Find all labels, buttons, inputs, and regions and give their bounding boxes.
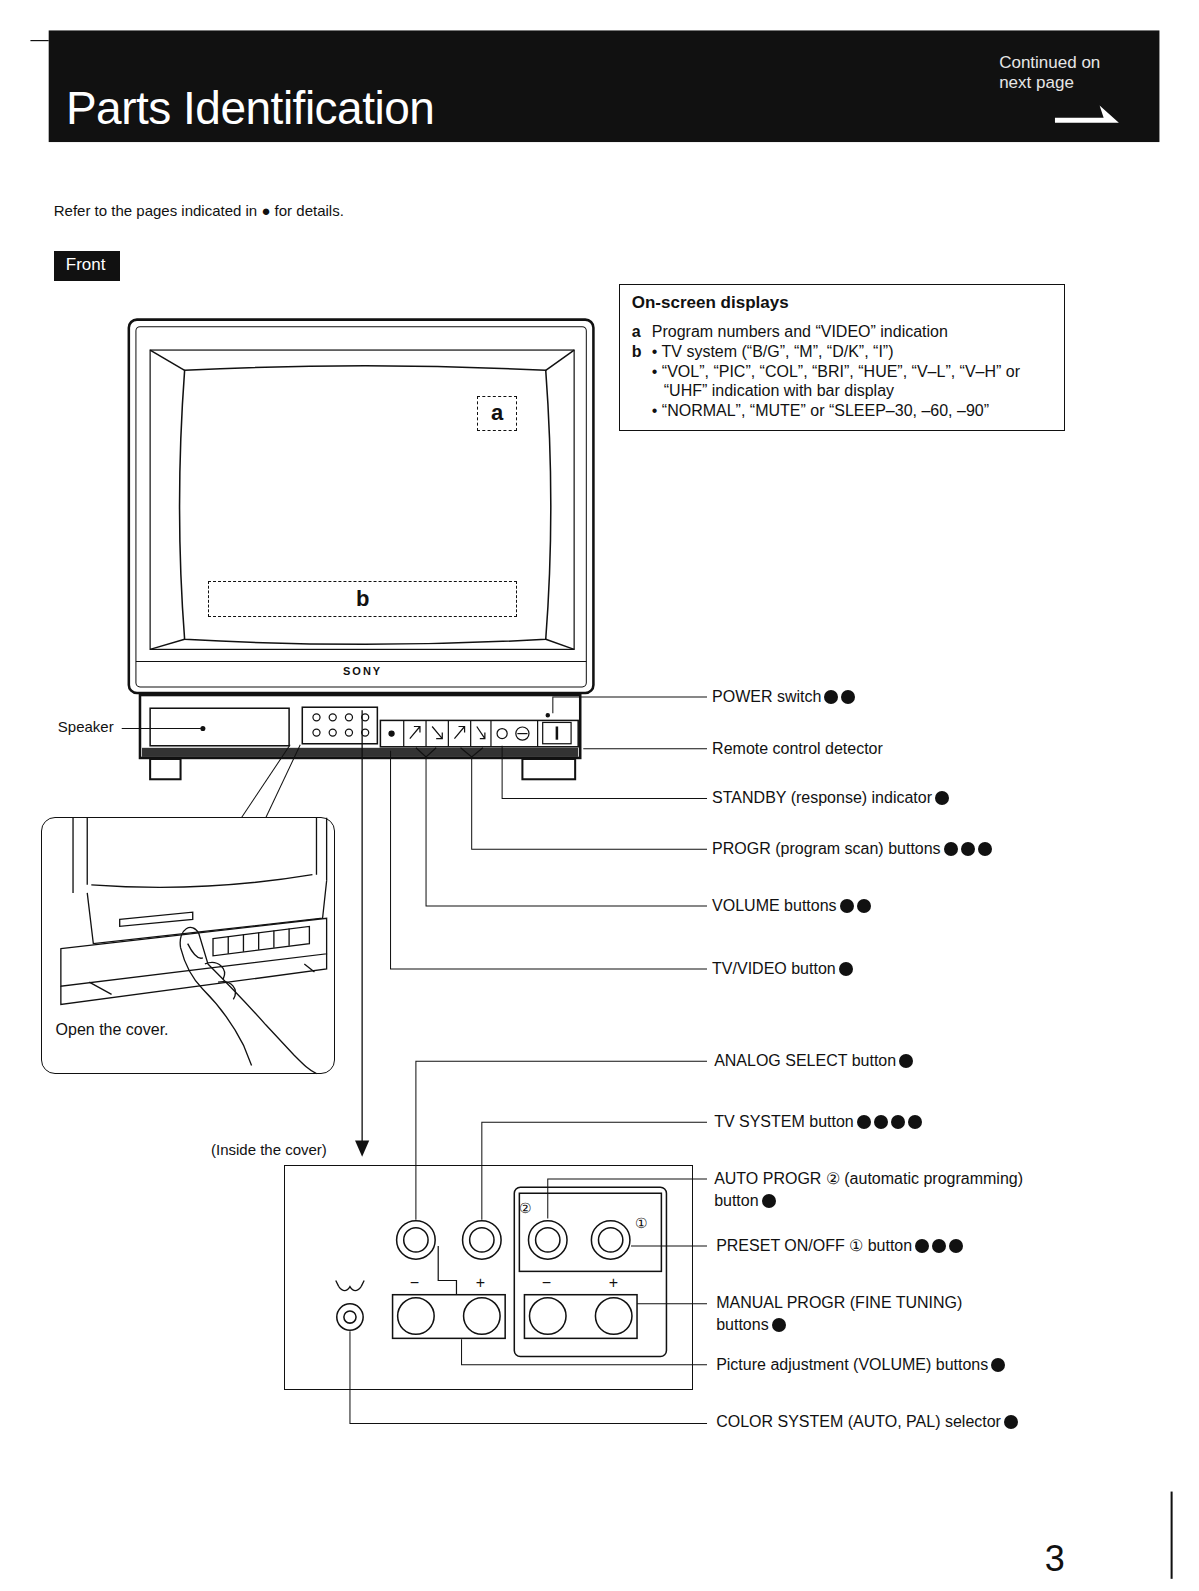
label-text: ②	[519, 1200, 532, 1216]
node-text: a	[491, 400, 503, 426]
node-text: • “NORMAL”, “MUTE” or “SLEEP–30, –60, –9…	[652, 401, 1052, 421]
display-legend-box: On-screen displays aProgram numbers and “…	[619, 284, 1065, 431]
page-ref-dot	[961, 842, 975, 856]
part-label: POWER switch	[712, 687, 855, 706]
label-text: 3	[1045, 1538, 1065, 1579]
label-text: AUTO PROGR ② (automatic programming) but…	[714, 1170, 1023, 1209]
label-text: −	[410, 1274, 419, 1291]
speaker-panel	[150, 708, 289, 746]
inset-box: Open the cover.	[41, 817, 335, 1074]
page-ref-dot	[841, 690, 855, 704]
control-panel-drawing	[336, 1187, 667, 1356]
label-text: COLOR SYSTEM (AUTO, PAL) selector	[716, 1413, 1001, 1430]
page-ref-dot	[824, 690, 838, 704]
label-text: POWER switch	[712, 688, 821, 705]
label-text: Picture adjustment (VOLUME) buttons	[716, 1356, 988, 1373]
control-panel: (Inside the cover)	[284, 1165, 693, 1390]
page-ref-dot	[874, 1115, 888, 1129]
label-text: SONY	[343, 665, 382, 677]
page-ref-dot	[991, 1358, 1005, 1372]
button-sign: −	[542, 1273, 551, 1292]
label-text: PRESET ON/OFF ① button	[716, 1237, 912, 1254]
page-ref-dot	[899, 1054, 913, 1068]
button-sign: +	[609, 1273, 618, 1292]
part-label: VOLUME buttons	[712, 896, 871, 915]
node-text: b	[356, 586, 369, 612]
page-ref-dot	[935, 791, 949, 805]
node-text: a	[632, 322, 652, 343]
label-text: MANUAL PROGR (FINE TUNING) buttons	[716, 1294, 962, 1333]
part-label: TV/VIDEO button	[712, 959, 853, 978]
tv-cabinet	[129, 320, 594, 693]
label-text: +	[609, 1274, 618, 1291]
screen-area-box: b	[208, 581, 517, 617]
node-text: • “VOL”, “PIC”, “COL”, “BRI”, “HUE”, “V–…	[652, 362, 1052, 401]
part-label: Picture adjustment (VOLUME) buttons	[716, 1355, 1005, 1374]
node-text: Open the cover.	[56, 1021, 334, 1039]
part-label: ANALOG SELECT button	[714, 1051, 913, 1070]
label-text: Remote control detector	[712, 740, 883, 757]
label-text: Speaker	[58, 718, 114, 735]
page-ref-dot	[772, 1318, 786, 1332]
page-number: 3	[1045, 1537, 1065, 1580]
label-text: ANALOG SELECT button	[714, 1052, 896, 1069]
continue-arrow	[1055, 106, 1119, 123]
tv-base	[140, 695, 580, 758]
page-ref-dot	[1004, 1415, 1018, 1429]
node-text: On-screen displays	[632, 293, 1052, 314]
part-label: PRESET ON/OFF ① button	[716, 1236, 963, 1255]
page-ref-dot	[949, 1239, 963, 1253]
page-ref-dot	[857, 899, 871, 913]
label-text: VOLUME buttons	[712, 897, 837, 914]
page-ref-dot	[857, 1115, 871, 1129]
label-text: TV SYSTEM button	[714, 1113, 854, 1130]
page-ref-dot	[944, 842, 958, 856]
label-text: Continued on next page	[999, 53, 1100, 92]
brand-logo: SONY	[335, 665, 391, 678]
part-label: AUTO PROGR ② (automatic programming) but…	[714, 1168, 1059, 1213]
part-label: STANDBY (response) indicator	[712, 788, 949, 807]
part-label: Remote control detector	[712, 739, 883, 758]
page-title: Parts Identification	[66, 81, 434, 136]
node-text: Front	[66, 254, 108, 275]
page-ref-dot	[891, 1115, 905, 1129]
page-ref-dot	[908, 1115, 922, 1129]
part-label: MANUAL PROGR (FINE TUNING) buttons	[716, 1292, 995, 1337]
part-label: TV SYSTEM button	[714, 1112, 922, 1131]
section-tag: Front	[54, 251, 120, 281]
node-text: b	[632, 342, 652, 362]
label-text: −	[542, 1274, 551, 1291]
control-strip	[380, 720, 578, 746]
intro-note: Refer to the pages indicated in ● for de…	[54, 202, 344, 220]
button-symbol: ②	[519, 1200, 532, 1217]
node-text: (Inside the cover)	[211, 1141, 327, 1158]
node-text: Program numbers and “VIDEO” indication	[652, 322, 1052, 342]
button-sign: −	[410, 1273, 419, 1292]
node-text: • TV system (“B/G”, “M”, “D/K”, “I”)	[652, 342, 1052, 362]
label-text: ①	[635, 1215, 648, 1231]
page-ref-dot	[932, 1239, 946, 1253]
page-ref-dot	[839, 962, 853, 976]
page-ref-dot	[915, 1239, 929, 1253]
page-ref-dot	[762, 1194, 776, 1208]
part-label: PROGR (program scan) buttons	[712, 839, 992, 858]
continue-note: Continued on next page	[999, 53, 1104, 94]
page-ref-dot	[978, 842, 992, 856]
part-label: Speaker	[58, 718, 114, 736]
header-bar	[49, 30, 1160, 142]
label-text: +	[476, 1274, 485, 1291]
label-text: STANDBY (response) indicator	[712, 789, 932, 806]
button-symbol: ①	[635, 1215, 648, 1232]
tv-screen	[180, 366, 551, 645]
label-text: PROGR (program scan) buttons	[712, 840, 941, 857]
label-text: TV/VIDEO button	[712, 960, 836, 977]
screen-area-box: a	[477, 396, 518, 432]
part-label: COLOR SYSTEM (AUTO, PAL) selector	[716, 1412, 1018, 1431]
label-text: Refer to the pages indicated in ● for de…	[54, 202, 344, 219]
leader-lines	[350, 697, 707, 1424]
button-sign: +	[476, 1273, 485, 1292]
page-ref-dot	[840, 899, 854, 913]
